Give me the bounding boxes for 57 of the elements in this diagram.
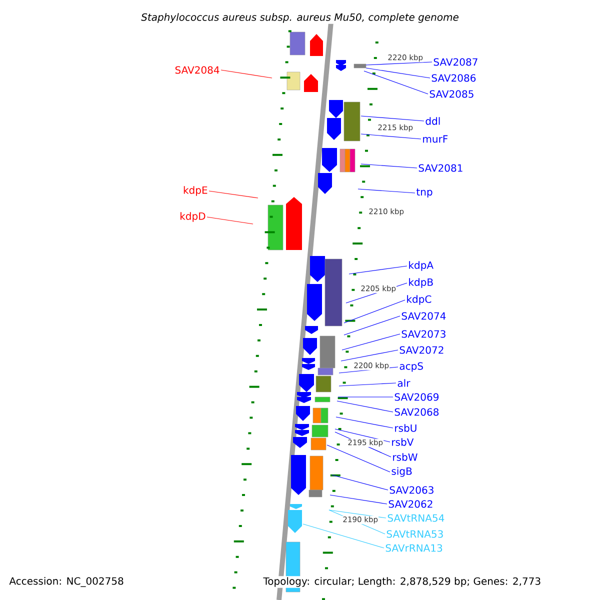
gene-label: SAV2072 (400, 346, 444, 354)
gene-label: SAV2073 (402, 330, 446, 338)
gene-label: kdpC (407, 295, 432, 305)
leader-line (342, 334, 400, 350)
leader-line (344, 300, 406, 324)
leader-line (344, 316, 400, 336)
leader-line (366, 68, 430, 78)
leader-line (360, 116, 424, 122)
leader-line (338, 382, 396, 386)
leader-line (328, 510, 386, 518)
gene-label: SAV2086 (432, 74, 476, 82)
gene-label: SAV2081 (418, 164, 462, 172)
info-text: Accession: NC_002758 (8, 576, 125, 588)
gene-label: alr (398, 379, 410, 387)
leader-line (348, 266, 408, 274)
gene-label: kdpD (180, 212, 206, 222)
leader-line (330, 494, 388, 504)
leader-line (206, 216, 254, 224)
leader-line (336, 416, 394, 428)
leader-line (208, 190, 258, 198)
gene-label: SAV2084 (175, 66, 220, 74)
gene-label: sigB (392, 467, 412, 477)
info-text: Topology: circular; Length: 2,878,529 bp; Genes: 2,773 (262, 576, 542, 588)
leader-line (338, 396, 394, 398)
gene-label: kdpB (409, 278, 433, 288)
gene-label: SAVtRNA54 (388, 514, 444, 522)
gene-label: acpS (400, 362, 423, 372)
leader-line (220, 70, 272, 78)
leader-line (358, 188, 416, 194)
gene-label: SAV2069 (394, 393, 439, 401)
gene-label: kdpE (184, 186, 208, 196)
gene-label: SAVrRNA13 (386, 544, 442, 552)
leader-line (366, 62, 432, 66)
leader-line (340, 350, 398, 362)
gene-label: SAV2063 (390, 486, 434, 494)
gene-label: murF (423, 135, 448, 143)
leader-line (302, 524, 384, 548)
leader-line (332, 474, 388, 490)
leader-line (334, 428, 390, 442)
title: Staphylococcus aureus subsp. aureus Mu50, complete genome (140, 12, 460, 24)
leader-line (326, 444, 390, 472)
gene-label: ddl (426, 117, 440, 125)
gene-label: rsbW (393, 453, 418, 461)
gene-label: SAV2068 (394, 408, 439, 416)
gene-label: tnp (416, 188, 432, 198)
gene-label: SAV2085 (430, 90, 474, 98)
gene-label: SAVtRNA53 (386, 530, 443, 538)
gene-label: SAV2062 (388, 500, 432, 508)
leader-line (360, 164, 418, 168)
leader-line (360, 134, 422, 140)
leader-line (336, 400, 394, 412)
gene-label: SAV2087 (434, 58, 478, 66)
gene-label: rsbV (392, 438, 414, 446)
leader-line (364, 70, 428, 94)
gene-label: SAV2074 (402, 312, 446, 320)
gene-label: rsbU (395, 424, 416, 432)
gene-label: kdpA (409, 261, 434, 271)
